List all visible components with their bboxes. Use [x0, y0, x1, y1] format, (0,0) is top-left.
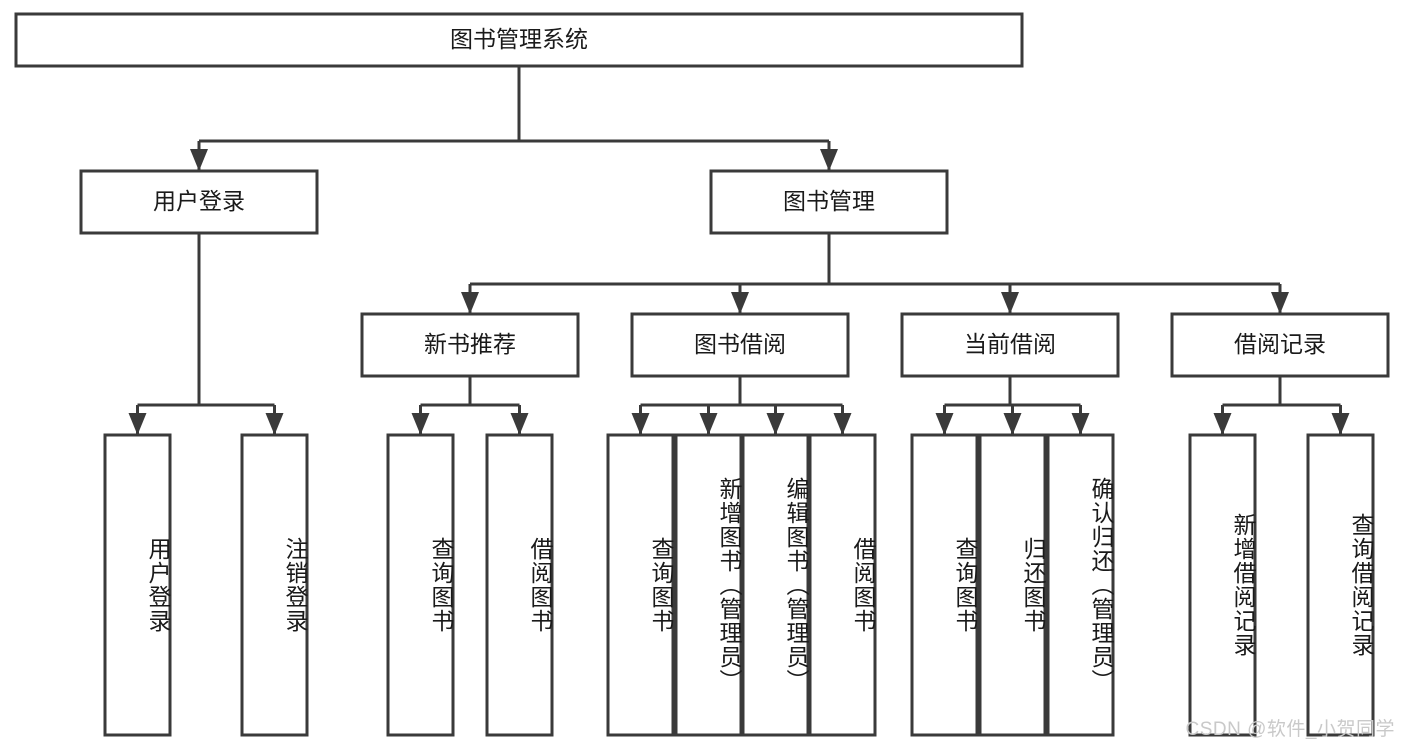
node-box-leaf13[interactable]: [1306, 433, 1375, 737]
node-boxes-layer: [14, 12, 1390, 737]
watermark: CSDN @软件_小贺同学: [1185, 719, 1395, 740]
node-label-current: 当前借阅: [964, 331, 1056, 357]
node-box-leaf10[interactable]: [978, 433, 1047, 737]
node-box-login[interactable]: [79, 169, 319, 235]
arrow-head-icon: [128, 413, 147, 435]
node-box-borrow[interactable]: [630, 312, 850, 378]
node-box-leaf11[interactable]: [1046, 433, 1115, 737]
node-box-leaf5[interactable]: [606, 433, 675, 737]
arrow-head-icon: [766, 413, 785, 435]
node-box-leaf12[interactable]: [1188, 433, 1257, 737]
node-label-newbook: 新书推荐: [424, 331, 516, 357]
arrow-head-icon: [631, 413, 650, 435]
node-box-leaf8[interactable]: [808, 433, 877, 737]
arrow-head-icon: [833, 413, 852, 435]
node-box-leaf7[interactable]: [741, 433, 810, 737]
node-label-root: 图书管理系统: [450, 26, 588, 52]
node-box-leaf9[interactable]: [910, 433, 979, 737]
arrow-head-icon: [699, 413, 718, 435]
arrow-head-icon: [1071, 413, 1090, 435]
node-box-leaf4[interactable]: [485, 433, 554, 737]
node-label-record: 借阅记录: [1234, 331, 1326, 357]
node-box-newbook[interactable]: [360, 312, 580, 378]
node-box-root[interactable]: [14, 12, 1024, 68]
arrow-head-icon: [1003, 413, 1022, 435]
node-box-record[interactable]: [1170, 312, 1390, 378]
node-label-borrow: 图书借阅: [694, 331, 786, 357]
arrow-head-icon: [935, 413, 954, 435]
node-label-login: 用户登录: [153, 188, 245, 214]
arrow-head-icon: [190, 149, 208, 171]
node-box-current[interactable]: [900, 312, 1120, 378]
arrow-head-icon: [1213, 413, 1232, 435]
arrow-head-icon: [1271, 292, 1289, 314]
node-label-bookmgmt: 图书管理: [783, 188, 875, 214]
node-box-leaf2[interactable]: [240, 433, 309, 737]
node-box-leaf3[interactable]: [386, 433, 455, 737]
arrow-head-icon: [1001, 292, 1019, 314]
node-box-leaf1[interactable]: [103, 433, 172, 737]
node-box-leaf6[interactable]: [674, 433, 743, 737]
arrow-head-icon: [461, 292, 479, 314]
arrow-head-icon: [1331, 413, 1350, 435]
arrow-head-icon: [510, 413, 529, 435]
arrow-head-icon: [731, 292, 749, 314]
node-box-bookmgmt[interactable]: [709, 169, 949, 235]
arrow-head-icon: [820, 149, 838, 171]
arrow-head-icon: [411, 413, 430, 435]
arrow-head-icon: [265, 413, 284, 435]
connectors-layer: [128, 66, 1350, 435]
